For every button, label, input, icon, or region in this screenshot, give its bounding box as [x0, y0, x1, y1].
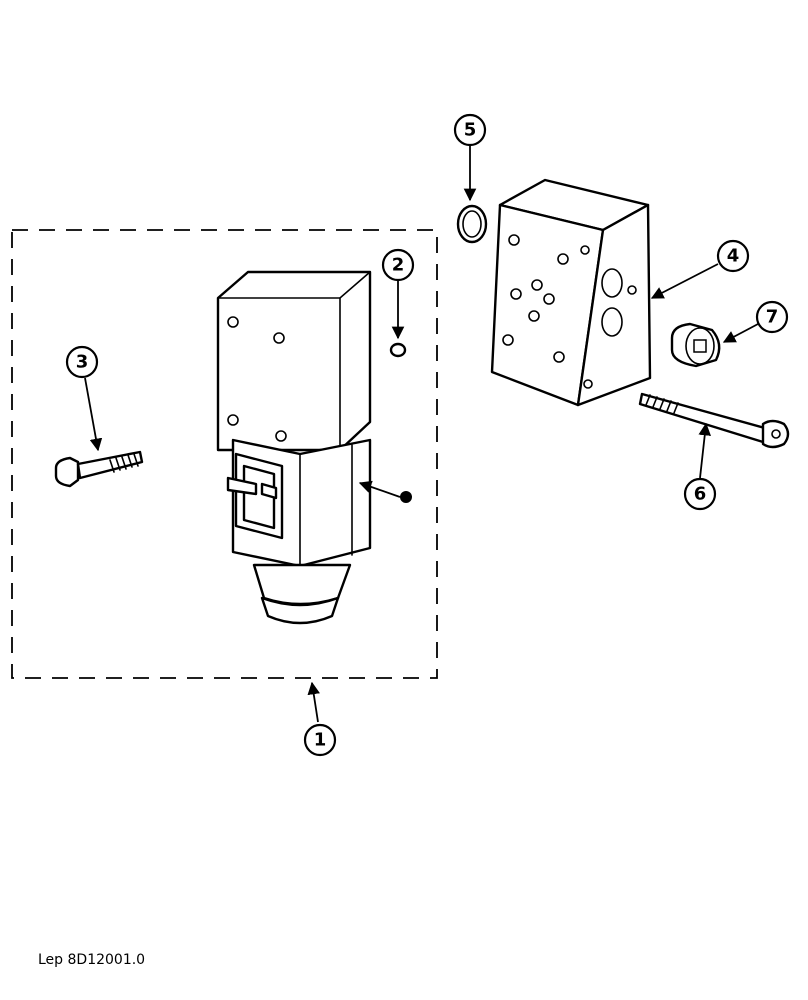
cap-screw-short: [54, 450, 144, 488]
solenoid-valve: [216, 270, 372, 625]
small-o-ring: [389, 342, 407, 358]
o-ring: [456, 204, 488, 244]
svg-text:7: 7: [766, 307, 779, 328]
reference-code: Lep 8D12001.0: [38, 952, 146, 968]
callout-7: 7: [755, 300, 789, 334]
callout-2: 2: [381, 248, 415, 282]
callout-4: 4: [716, 239, 750, 273]
svg-text:5: 5: [464, 120, 477, 141]
callout-1: 1: [303, 723, 337, 757]
cap-screw-long: [638, 392, 790, 449]
assembly-boundary: [11, 229, 438, 679]
plug: [670, 322, 721, 368]
callout-5: 5: [453, 113, 487, 147]
manifold-block: [490, 178, 652, 407]
svg-text:3: 3: [76, 352, 89, 373]
svg-text:6: 6: [694, 484, 707, 505]
svg-text:2: 2: [392, 255, 405, 276]
callout-3: 3: [65, 345, 99, 379]
svg-text:4: 4: [727, 246, 740, 267]
svg-text:1: 1: [314, 730, 327, 751]
callout-6: 6: [683, 477, 717, 511]
reference-dot: [400, 491, 412, 503]
